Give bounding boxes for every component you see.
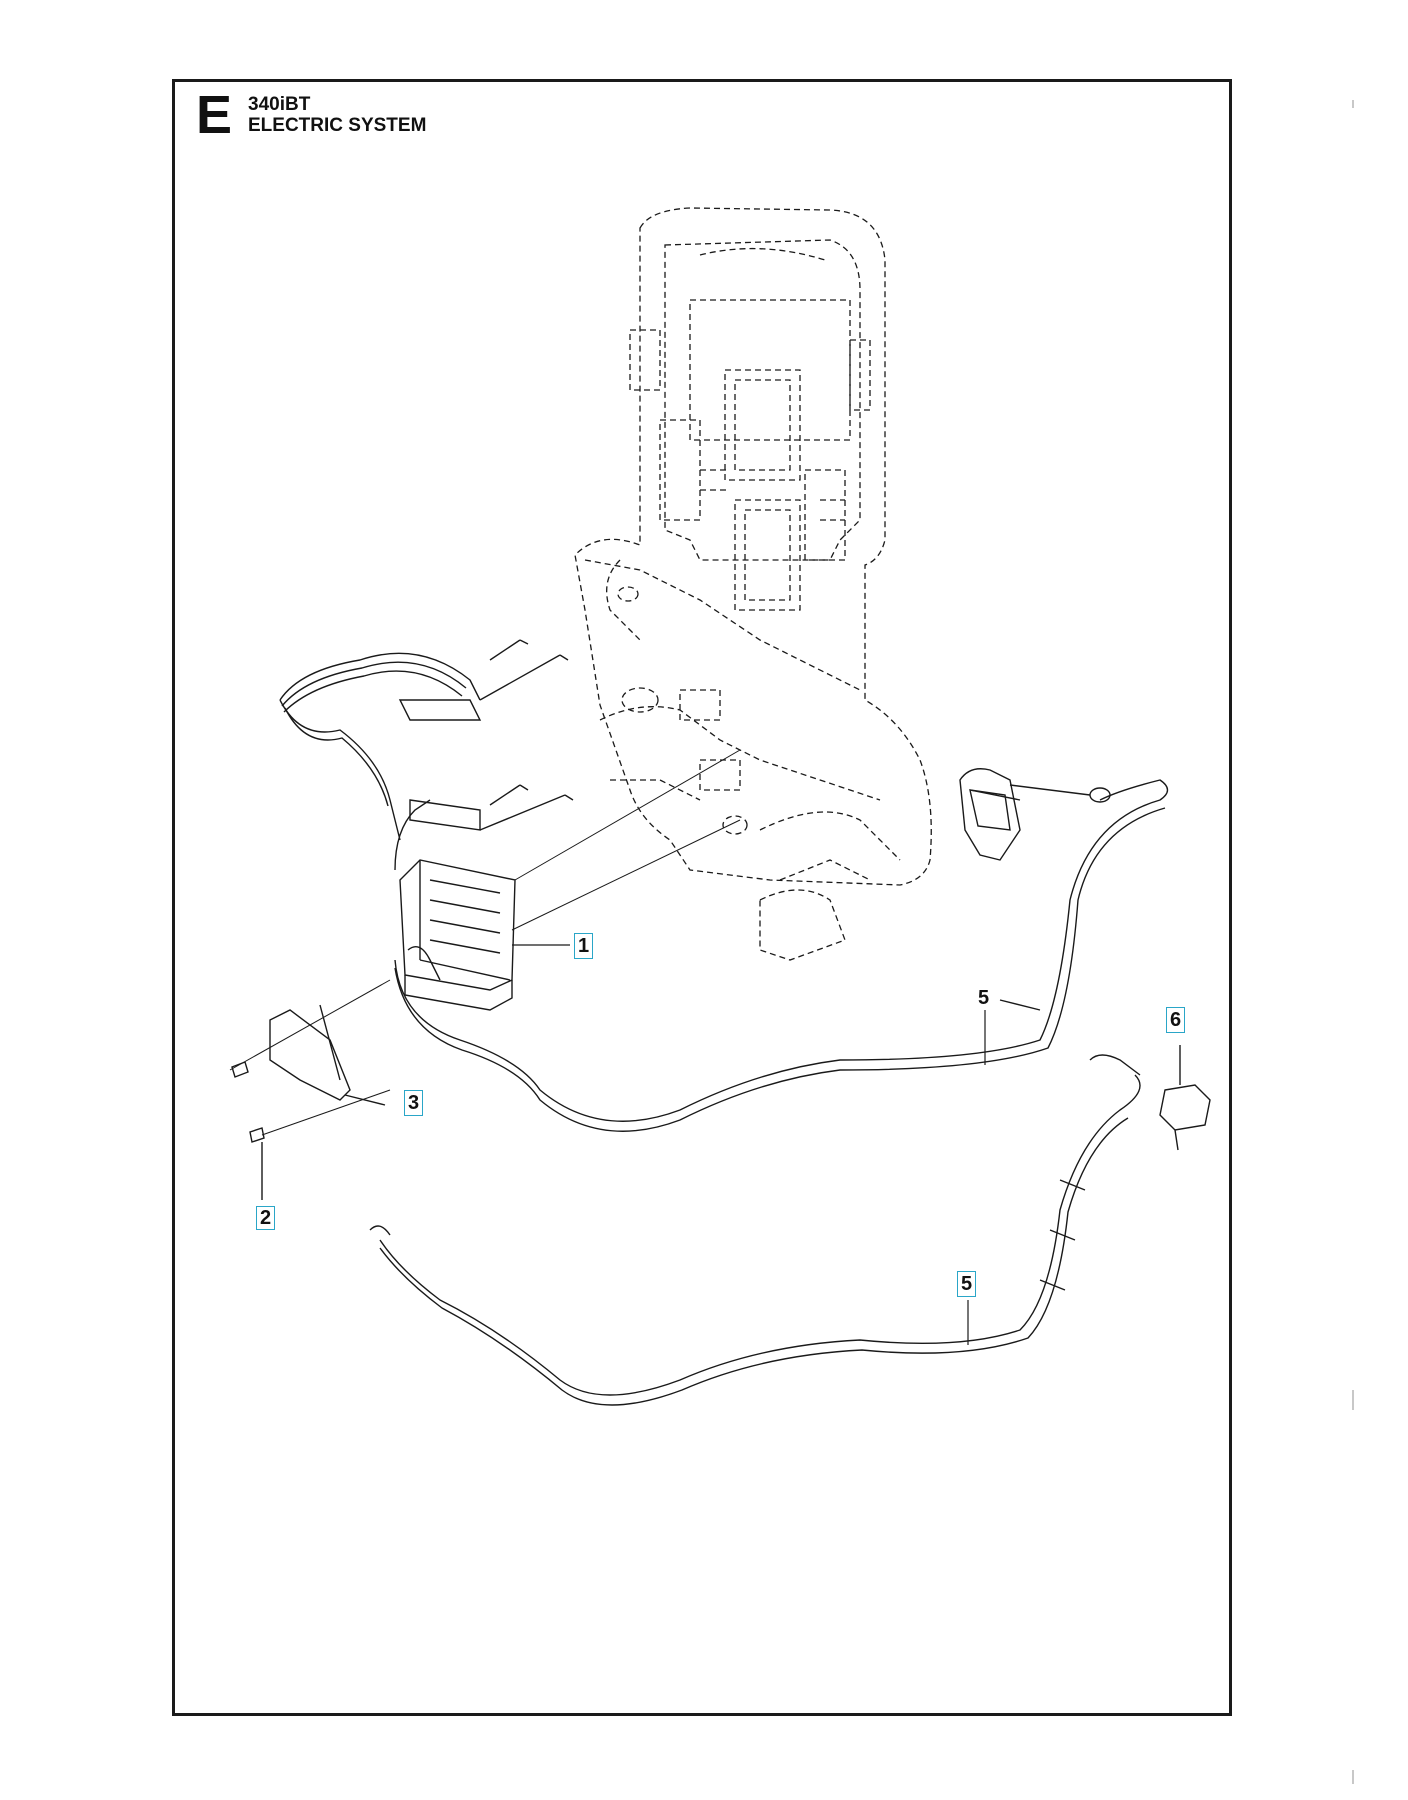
screw-set (479, 639, 574, 831)
leader-lines (512, 944, 986, 1345)
callout-6[interactable]: 6 (1166, 1007, 1186, 1033)
backpack-frame-outline (574, 207, 932, 961)
callout-3[interactable]: 3 (404, 1090, 424, 1116)
cable-part-5-lower (369, 1054, 1141, 1406)
wiring-harness-upper (279, 652, 482, 841)
switch-part-6 (1159, 1045, 1211, 1151)
cable-part-5-upper (394, 779, 1169, 1132)
edge-mark (1352, 1770, 1354, 1784)
callout-2[interactable]: 2 (256, 1206, 276, 1230)
edge-mark (1352, 1390, 1354, 1410)
edge-mark (1352, 100, 1354, 108)
bracket-part-3 (269, 1004, 386, 1106)
callout-5-lower[interactable]: 5 (957, 1271, 977, 1297)
assembly-guide-lines (229, 749, 741, 1136)
callout-2-label: 2 (256, 1206, 276, 1230)
title-block: 340iBT ELECTRIC SYSTEM (248, 94, 426, 136)
callout-5-upper[interactable]: 5 (978, 987, 990, 1009)
display-unit (959, 768, 1111, 861)
section-letter: E (196, 85, 233, 145)
model-name: 340iBT (248, 94, 311, 115)
callout-1[interactable]: 1 (574, 933, 594, 959)
screw-part-2 (231, 1061, 265, 1200)
diagram-frame (172, 79, 1232, 1716)
control-unit-part-1 (394, 799, 516, 1011)
section-title: ELECTRIC SYSTEM (248, 115, 427, 136)
